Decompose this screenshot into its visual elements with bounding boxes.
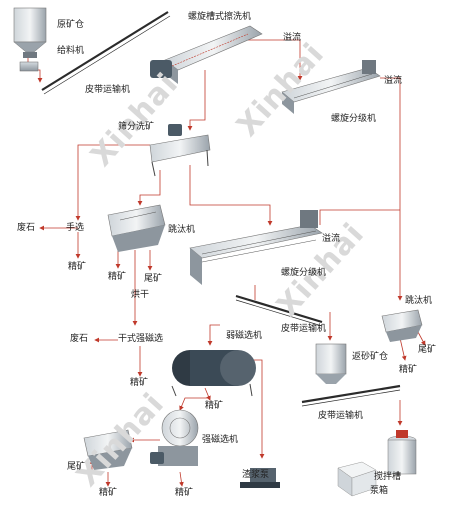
label-raw-ore-bin: 原矿仓 <box>57 20 85 30</box>
label-concentrate-3: 精矿 <box>130 378 149 388</box>
return-sand-bin <box>315 343 347 384</box>
label-concentrate-6: 精矿 <box>99 488 118 498</box>
belt-conveyor-2 <box>235 294 323 327</box>
flow-screen-to-jig <box>137 170 161 206</box>
spiral-classifier-2 <box>189 210 323 285</box>
label-strong-magnetic: 强磁选机 <box>202 435 239 445</box>
label-concentrate-5: 精矿 <box>205 401 224 411</box>
spiral-classifier-1 <box>281 60 381 114</box>
label-concentrate-4: 精矿 <box>399 365 418 375</box>
belt-conveyor-3 <box>301 384 401 407</box>
label-concentrate-7: 精矿 <box>175 488 194 498</box>
jig-1 <box>107 204 166 252</box>
label-concentrate-1: 精矿 <box>68 262 87 272</box>
label-overflow-2: 溢流 <box>384 76 403 86</box>
label-return-sand-bin: 返砂矿仓 <box>352 352 389 362</box>
raw-ore-bin <box>13 7 47 58</box>
slurry-pump <box>240 468 280 488</box>
flow-lines <box>25 39 426 487</box>
label-jig-1: 跳汰机 <box>168 225 196 235</box>
label-belt-conveyor-2: 皮带运输机 <box>281 324 327 334</box>
flow-feeder-down <box>36 69 43 83</box>
label-belt-conveyor-1: 皮带运输机 <box>85 85 131 95</box>
label-dry-magnetic: 干式强磁选 <box>118 334 164 344</box>
flow-screen-left <box>75 144 150 221</box>
label-drying: 烘干 <box>131 290 150 300</box>
label-hand-sorting: 手选 <box>66 223 85 233</box>
screen-washer <box>149 124 211 177</box>
label-weak-magnetic: 弱磁选机 <box>226 331 263 341</box>
label-belt-conveyor-3: 皮带运输机 <box>318 411 364 421</box>
flow-washer-to-screen <box>187 70 206 131</box>
flow-classifier1-overflow <box>380 77 403 301</box>
flow-screen-to-classifier2 <box>189 165 273 226</box>
label-jig-2: 跳汰机 <box>405 296 433 306</box>
flow-weak-to-strong <box>179 397 210 411</box>
label-tailings-1: 尾矿 <box>144 274 163 284</box>
label-feeder: 给料机 <box>57 46 85 56</box>
label-overflow-1: 溢流 <box>283 33 302 43</box>
flow-jig2-tailings <box>417 331 426 346</box>
label-spiral-classifier-1: 螺旋分级机 <box>331 114 377 124</box>
feeder <box>19 61 39 72</box>
flow-jig2-concentrate <box>399 337 407 361</box>
label-overflow-3: 溢流 <box>322 234 341 244</box>
flow-washer-overflow <box>245 39 303 81</box>
weak-magnetic-separator <box>171 350 256 397</box>
label-agitation-tank: 搅拌槽 <box>374 472 402 482</box>
strong-magnetic-separator <box>150 409 199 466</box>
label-slurry-pump: 渣浆泵 <box>242 470 270 480</box>
label-tailings-3: 尾矿 <box>67 462 86 472</box>
jig-2 <box>381 309 423 342</box>
flow-strong-concentrate <box>179 471 184 487</box>
label-tailings-2: 尾矿 <box>418 345 437 355</box>
flow-classifier2-overflow <box>319 209 400 225</box>
label-pump-box: 泵箱 <box>370 486 389 496</box>
label-spiral-log-washer: 螺旋槽式擦洗机 <box>188 12 252 22</box>
label-spiral-classifier-2: 螺旋分级机 <box>281 268 327 278</box>
label-waste-rock-2: 废石 <box>70 334 89 344</box>
spiral-log-washer <box>150 25 263 84</box>
label-concentrate-2: 精矿 <box>108 272 127 282</box>
pump-box <box>337 461 377 497</box>
agitation-tank <box>387 430 417 475</box>
flow-to-weak-magnetic <box>207 324 220 346</box>
belt-conveyor-1 <box>41 11 171 95</box>
jig-3 <box>83 429 133 470</box>
label-waste-rock-1: 废石 <box>17 223 36 233</box>
label-screen-washer: 筛分洗矿 <box>118 122 155 132</box>
